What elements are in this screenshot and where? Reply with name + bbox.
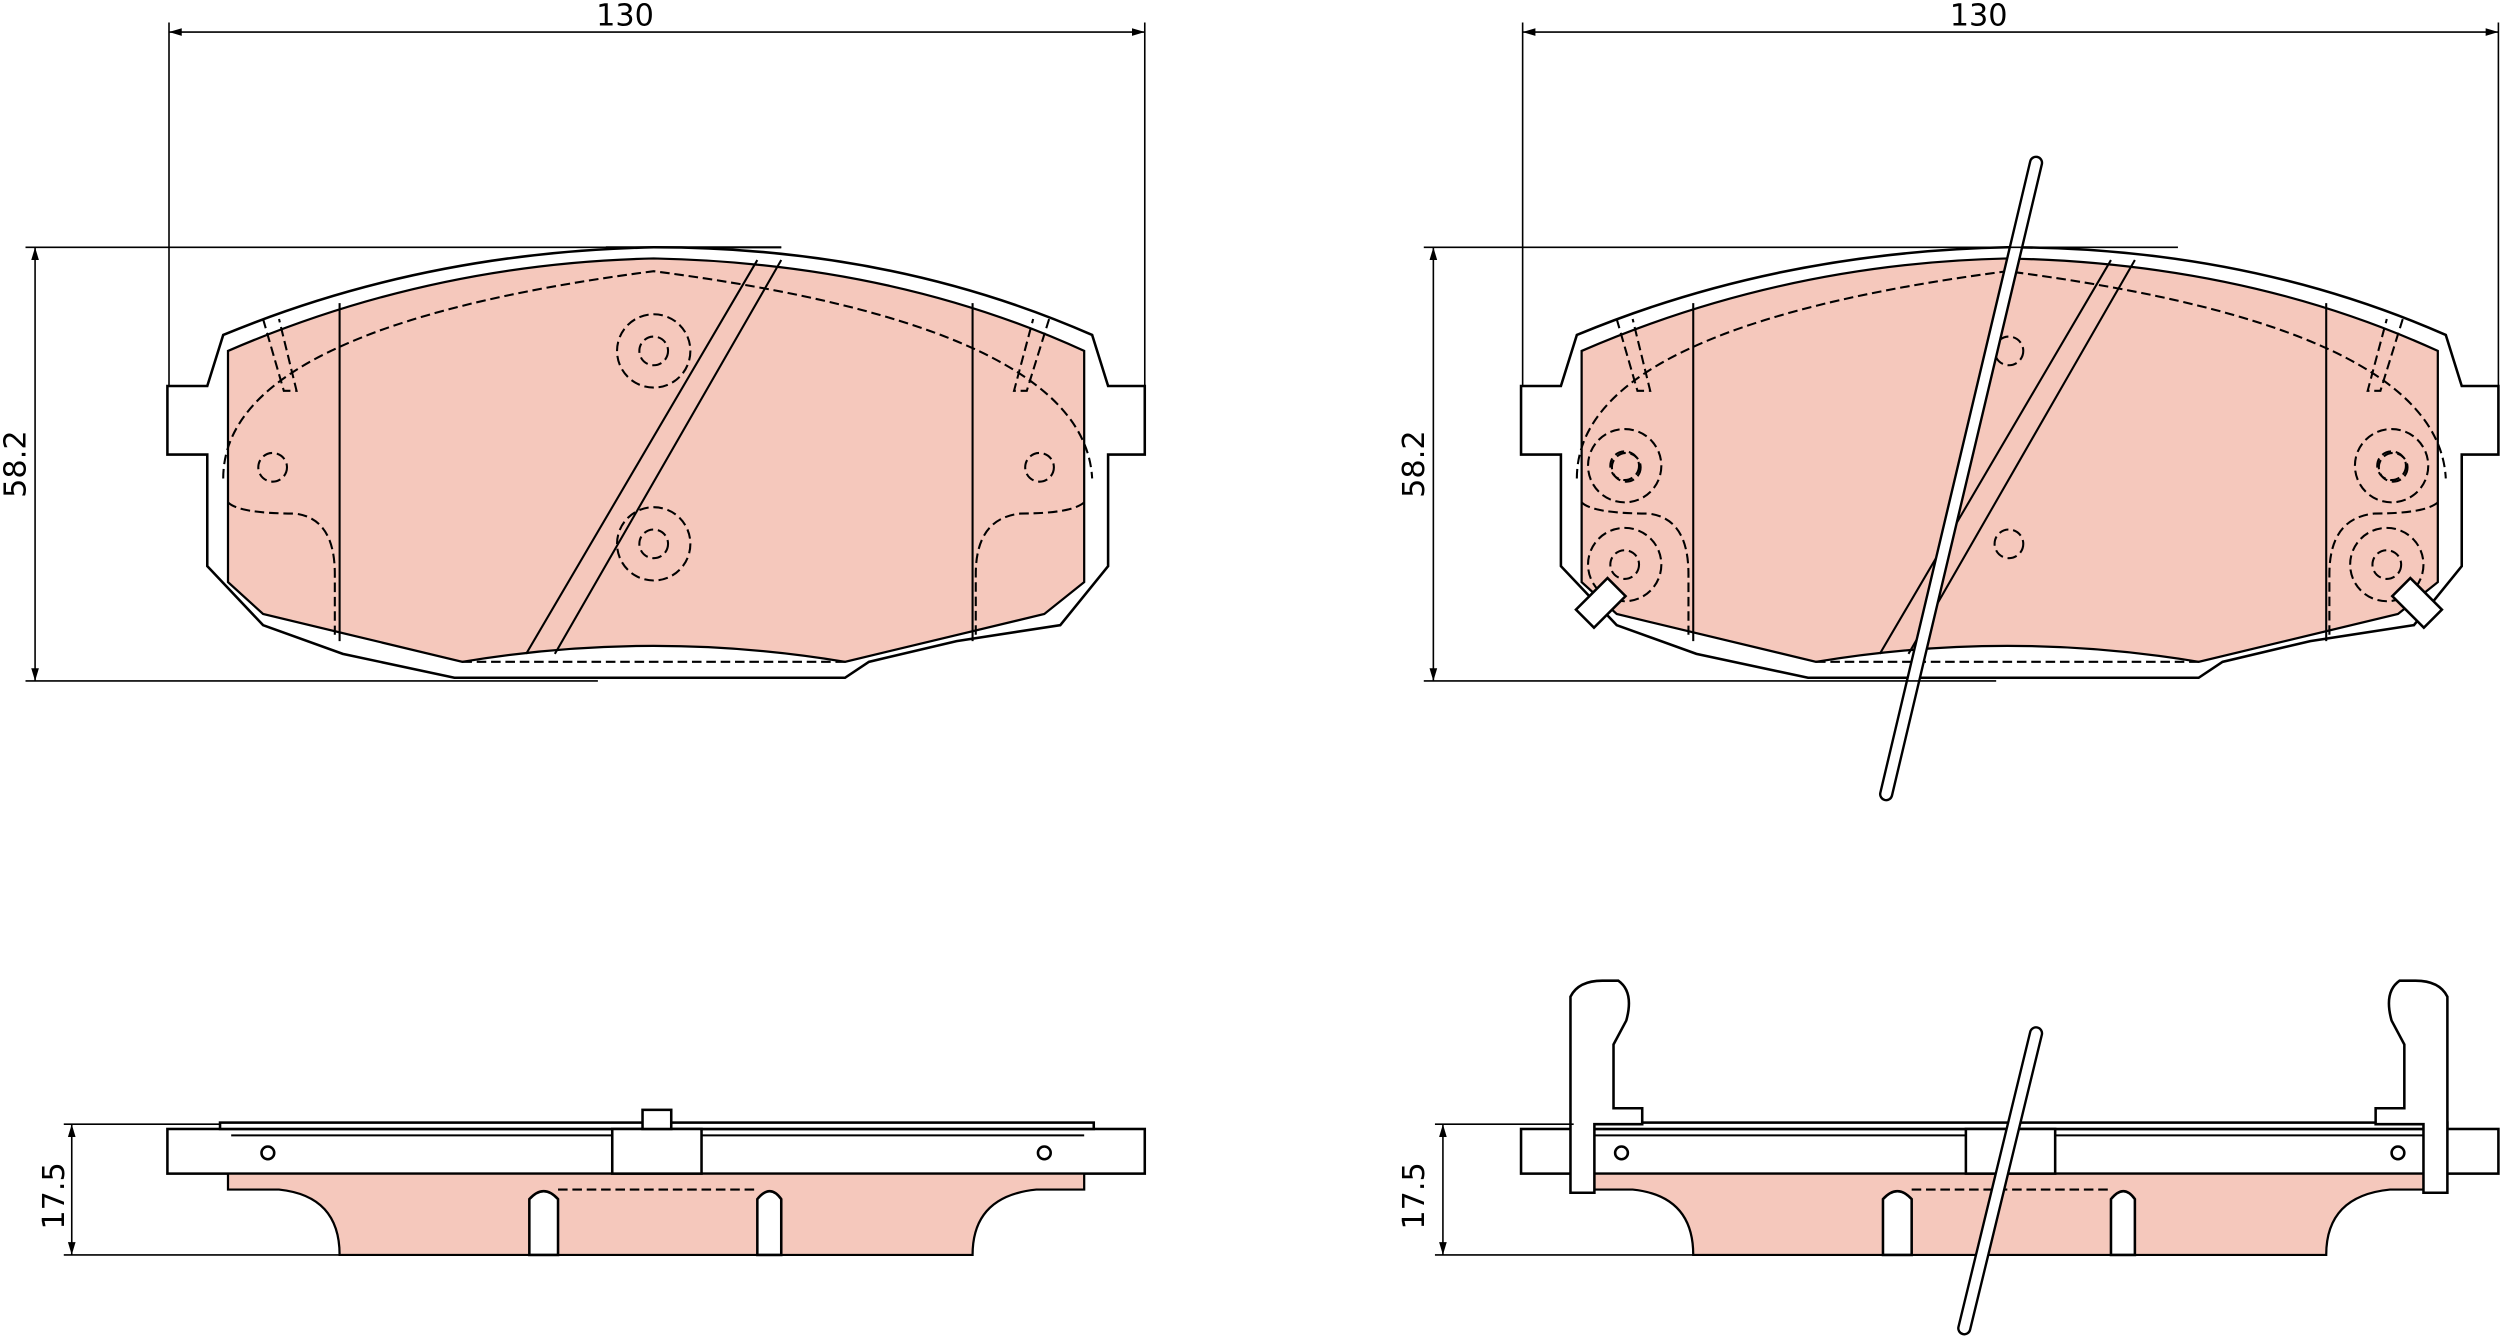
rear-pad-top-view xyxy=(1519,155,2500,802)
front-pad-top-view xyxy=(166,246,1147,680)
wear-sensor-wire-side xyxy=(1957,1026,2044,1336)
dimension-front-thickness: 17.5 xyxy=(37,1123,340,1256)
rear-pad-side-view xyxy=(1519,979,2500,1336)
svg-text:17.5: 17.5 xyxy=(37,1162,72,1229)
wear-sensor-wire xyxy=(1878,155,2044,802)
front-pad-side-view xyxy=(166,1108,1147,1257)
dimension-front-height: 58.2 xyxy=(0,246,782,682)
dimension-rear-width: 130 xyxy=(1521,0,2500,386)
dimension-rear-thickness: 17.5 xyxy=(1397,1123,1694,1256)
dimension-rear-height: 58.2 xyxy=(1397,246,2178,682)
svg-text:130: 130 xyxy=(1950,0,2008,34)
dimension-front-width: 130 xyxy=(168,0,1146,386)
svg-text:130: 130 xyxy=(596,0,654,34)
svg-text:58.2: 58.2 xyxy=(1397,430,1432,497)
svg-text:58.2: 58.2 xyxy=(0,430,34,497)
svg-text:17.5: 17.5 xyxy=(1397,1162,1432,1229)
